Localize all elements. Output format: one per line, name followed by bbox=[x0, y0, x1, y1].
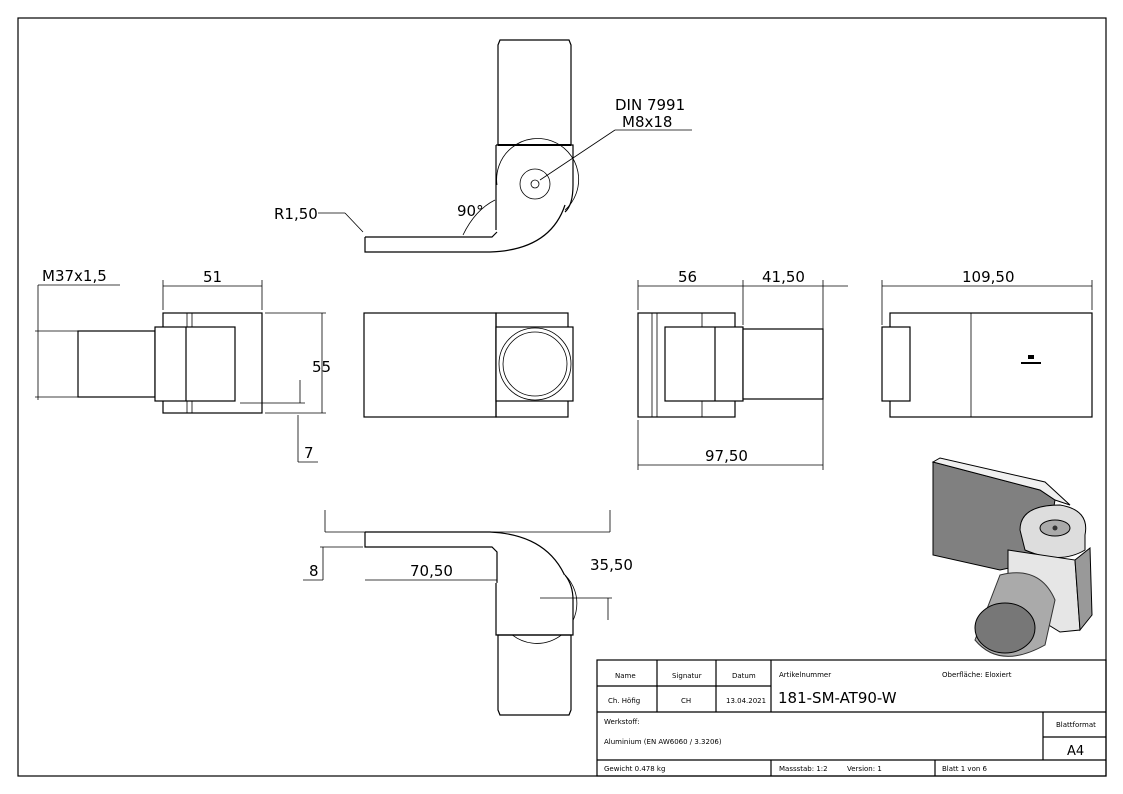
signatur-value: CH bbox=[681, 697, 691, 705]
oberflaeche: Oberfläche: Eloxiert bbox=[942, 671, 1012, 679]
sheet-border bbox=[17, 17, 1107, 777]
gewicht: Gewicht 0.478 kg bbox=[604, 765, 665, 773]
artikelnummer: 181-SM-AT90-W bbox=[778, 689, 897, 707]
dim-97-50: 97,50 bbox=[705, 447, 748, 465]
massstab: Massstab: 1:2 bbox=[779, 765, 828, 773]
artikel-header: Artikelnummer bbox=[779, 671, 831, 679]
dim-8: 8 bbox=[309, 562, 319, 580]
isometric-view bbox=[931, 457, 1093, 657]
radius-label: R1,50 bbox=[274, 205, 318, 223]
werkstoff-value: Aluminium (EN AW6060 / 3.3206) bbox=[604, 738, 722, 746]
name-value: Ch. Höfig bbox=[608, 697, 640, 705]
screw-size-label: M8x18 bbox=[622, 113, 672, 131]
middle-view bbox=[363, 312, 574, 418]
blattformat-value: A4 bbox=[1067, 744, 1084, 759]
title-block: Name Signatur Datum Artikelnummer Oberfl… bbox=[596, 659, 1107, 777]
blattformat-label: Blattformat bbox=[1056, 721, 1096, 729]
signatur-header: Signatur bbox=[672, 672, 702, 680]
top-view: DIN 7991 M8x18 R1,50 90° bbox=[274, 39, 692, 253]
dim-41-50: 41,50 bbox=[762, 268, 805, 286]
engraved-logo bbox=[1028, 355, 1034, 359]
dim-70-50: 70,50 bbox=[410, 562, 453, 580]
back-view: 109,50 bbox=[881, 268, 1093, 418]
front-view: 51 55 7 M37x1,5 bbox=[35, 267, 331, 463]
dim-55: 55 bbox=[312, 358, 331, 376]
side-view: 56 41,50 97,50 bbox=[637, 268, 848, 470]
version: Version: 1 bbox=[847, 765, 882, 773]
bottom-view: 8 70,50 35,50 bbox=[303, 510, 633, 716]
angle-label: 90° bbox=[457, 202, 484, 220]
datum-header: Datum bbox=[732, 672, 756, 680]
dim-35-50: 35,50 bbox=[590, 556, 633, 574]
dim-51: 51 bbox=[203, 268, 222, 286]
datum-value: 13.04.2021 bbox=[726, 697, 766, 705]
dim-56: 56 bbox=[678, 268, 697, 286]
dim-109-50: 109,50 bbox=[962, 268, 1015, 286]
dim-7: 7 bbox=[304, 444, 314, 462]
screw-label: DIN 7991 bbox=[615, 96, 685, 114]
blatt: Blatt 1 von 6 bbox=[942, 765, 988, 773]
name-header: Name bbox=[615, 672, 636, 680]
werkstoff-label: Werkstoff: bbox=[604, 718, 640, 726]
thread-label: M37x1,5 bbox=[42, 267, 107, 285]
